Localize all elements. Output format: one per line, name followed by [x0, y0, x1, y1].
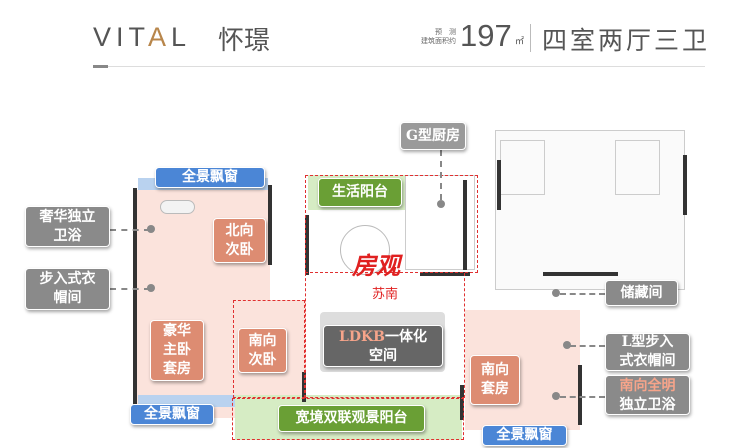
label-utility-balcony: 生活阳台 — [318, 178, 402, 207]
label-bay-window-top: 全景飘窗 — [155, 167, 265, 188]
label-bay-window-bottom-right: 全景飘窗 — [482, 425, 567, 446]
wall — [420, 272, 470, 276]
leader-line — [560, 396, 605, 398]
label-south-bedroom: 南向次卧 — [238, 328, 287, 373]
wall — [578, 365, 582, 425]
wall — [268, 185, 272, 265]
label-view-balcony: 宽境双联观景阳台 — [278, 405, 425, 432]
label-south-bath: 南向全明独立卫浴 — [605, 375, 690, 415]
wall — [683, 155, 687, 215]
leader-dot — [563, 341, 571, 349]
label-south-suite: 南向套房 — [470, 355, 520, 405]
wall — [497, 160, 501, 210]
wall — [543, 272, 618, 276]
label-storage: 储藏间 — [605, 280, 678, 306]
leader-dot — [437, 200, 445, 208]
wall — [133, 188, 137, 423]
bathtub — [160, 200, 195, 214]
dining-table — [340, 225, 390, 275]
label-walk-in-closet: 步入式衣帽间 — [25, 268, 110, 310]
header-rule — [93, 66, 705, 67]
elevator-2 — [615, 140, 660, 195]
balcony-outline — [232, 398, 464, 440]
elevator-1 — [500, 140, 545, 195]
leader-line — [570, 345, 605, 347]
wall — [463, 180, 467, 270]
brand-logo: VITAL — [93, 22, 192, 52]
layout-type: 四室两厅三卫 — [542, 26, 711, 55]
bedroom-outline — [233, 300, 305, 398]
wall — [305, 215, 309, 275]
leader-line — [110, 288, 150, 290]
divider — [530, 24, 531, 52]
area-label: 预 测建筑面积约 — [421, 28, 456, 45]
leader-dot — [552, 289, 560, 297]
label-luxury-bath: 奢华独立卫浴 — [25, 206, 110, 247]
ldkb-outline — [305, 175, 478, 273]
project-name: 怀璟 — [218, 26, 271, 56]
label-bay-window-bottom-left: 全景飘窗 — [130, 404, 214, 425]
label-g-kitchen: G型厨房 — [400, 122, 466, 150]
label-ldkb: LDKB一体化空间 — [323, 325, 443, 367]
label-master-suite: 豪华主卧套房 — [150, 320, 204, 381]
leader-line — [560, 293, 605, 295]
leader-dot — [147, 225, 155, 233]
watermark-sub: 苏南 — [372, 287, 399, 302]
area-unit: ㎡ — [515, 37, 525, 47]
label-north-bedroom: 北向次卧 — [213, 218, 266, 263]
leader-line — [440, 150, 442, 200]
label-l-closet: L型步入式衣帽间 — [605, 333, 690, 371]
leader-dot — [552, 392, 560, 400]
leader-dot — [147, 284, 155, 292]
area-value: 197 — [460, 18, 512, 53]
header-rule-accent — [93, 65, 108, 68]
ldkb-outline — [305, 273, 465, 398]
wall — [460, 385, 464, 420]
leader-line — [110, 229, 150, 231]
watermark: 房观 — [352, 251, 400, 280]
